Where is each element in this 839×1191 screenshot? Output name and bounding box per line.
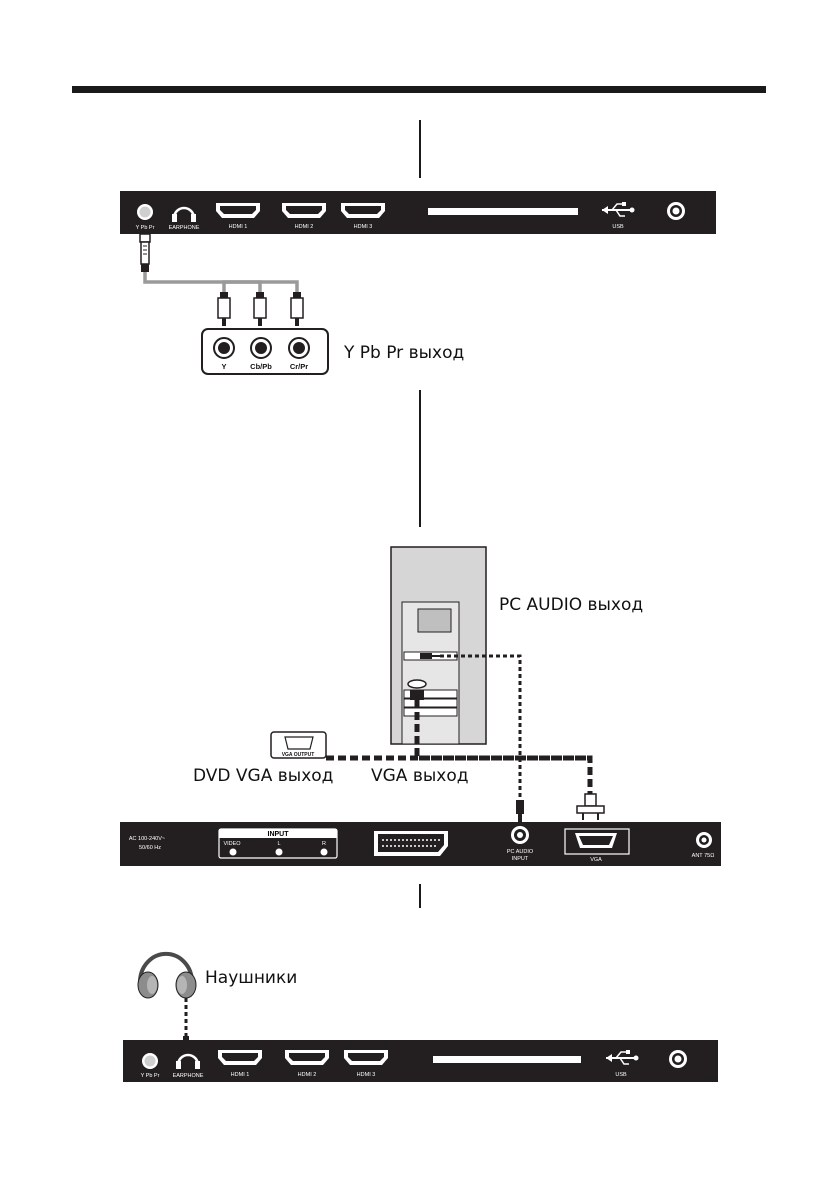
ypbpr-label-3: Y Pb Pr (141, 1073, 160, 1079)
antenna-jack-icon-3 (669, 1050, 687, 1068)
card-slot-3 (433, 1056, 581, 1063)
earphone-icon (172, 206, 196, 222)
input-video-label: VIDEO (223, 841, 241, 847)
headphones-icon (137, 951, 197, 999)
headphones-callout: Наушники (205, 968, 297, 988)
ypbpr-label: Y Pb Pr (136, 225, 155, 231)
hdmi2-label-3: HDMI 2 (298, 1072, 317, 1078)
dvd-vga-output-box: VGA OUTPUT (270, 731, 327, 759)
header-rule (72, 86, 766, 93)
earphone-label-3: EARPHONE (173, 1073, 204, 1079)
hdmi3-port-icon-3 (344, 1050, 388, 1065)
card-slot (428, 208, 578, 215)
jack-label-cb: Cb/Pb (250, 362, 272, 371)
earphone-label: EARPHONE (169, 225, 200, 231)
pc-vga-cable (414, 700, 593, 794)
hdmi1-label: HDMI 1 (229, 224, 248, 230)
hdmi3-label-3: HDMI 3 (357, 1072, 376, 1078)
bottom-tv-panel: AC 100-240V~ 50/60 Hz INPUT VIDEO L R PC… (120, 822, 721, 866)
scart-port-icon (374, 831, 448, 856)
hdmi1-label-3: HDMI 1 (231, 1072, 250, 1078)
hdmi1-port-icon (216, 203, 260, 218)
input-title: INPUT (268, 831, 290, 838)
hdmi3-port-icon (341, 203, 385, 218)
vga-output-callout: VGA выход (371, 766, 469, 786)
hdmi1-port-icon-3 (218, 1050, 262, 1065)
ypbpr-output-callout: Y Pb Pr выход (343, 343, 464, 363)
hdmi2-port-icon (282, 203, 326, 218)
video-jack-icon (229, 848, 237, 856)
vga-plug-icon (576, 793, 605, 820)
audio-l-jack-icon (275, 848, 283, 856)
pc-audio-plug (516, 800, 524, 814)
dvd-vga-output-callout: DVD VGA выход (193, 766, 333, 786)
component-output-box: Y Cb/Pb Cr/Pr (201, 328, 329, 375)
hdmi2-port-icon-3 (285, 1050, 329, 1065)
ant-label: ANT 75Ω (692, 853, 715, 859)
pc-audio-cable (440, 654, 522, 800)
pc-audio-label-line1: PC AUDIO (507, 849, 534, 855)
power-line2: 50/60 Hz (139, 845, 161, 851)
pc-audio-input-jack-icon (511, 826, 529, 844)
vga-label: VGA (590, 857, 602, 863)
ypbpr-jack-icon (137, 204, 153, 220)
hdmi2-label: HDMI 2 (295, 224, 314, 230)
component-cable (139, 233, 304, 326)
jack-label-cr: Cr/Pr (290, 362, 308, 371)
vga-output-label: VGA OUTPUT (282, 752, 315, 758)
usb-label: USB (612, 224, 624, 230)
top-tv-panel: Y Pb Pr EARPHONE HDMI 1 HDMI 2 HDMI 3 (120, 191, 716, 234)
earphone-icon-3 (176, 1053, 200, 1069)
input-l-label: L (277, 841, 280, 847)
usb-icon-3 (606, 1050, 639, 1065)
hdmi3-label: HDMI 3 (354, 224, 373, 230)
usb-icon (602, 202, 635, 217)
pc-audio-output-callout: PC AUDIO выход (499, 595, 643, 615)
antenna-jack-icon-bottom (696, 832, 712, 848)
ypbpr-jack-icon-3 (142, 1053, 158, 1069)
pc-audio-label-line2: INPUT (512, 856, 529, 862)
usb-label-3: USB (615, 1072, 627, 1078)
third-tv-panel: Y Pb Pr EARPHONE HDMI 1 HDMI 2 HDMI 3 (123, 1040, 718, 1082)
audio-r-jack-icon (320, 848, 328, 856)
power-line1: AC 100-240V~ (129, 836, 165, 842)
pc-tower (390, 546, 487, 745)
jack-label-y: Y (221, 362, 226, 371)
antenna-jack-icon (667, 202, 685, 220)
input-r-label: R (322, 841, 326, 847)
vga-port-icon (564, 828, 630, 855)
